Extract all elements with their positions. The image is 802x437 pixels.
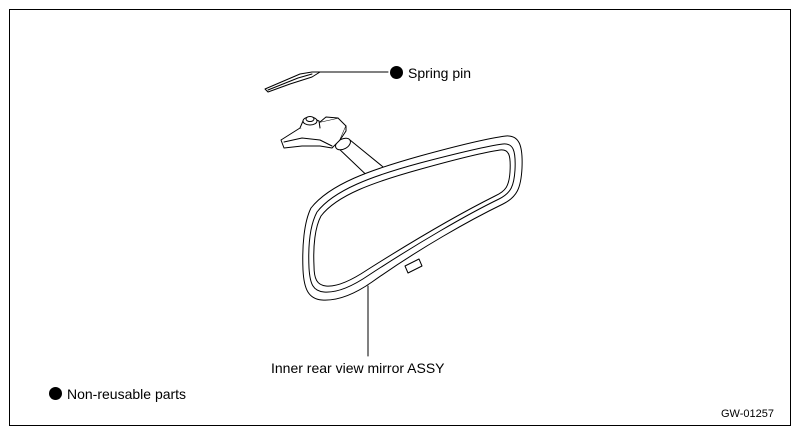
mirror-bottom-tab <box>404 258 423 274</box>
mirror-label: Inner rear view mirror ASSY <box>271 360 445 376</box>
mirror-body <box>302 135 523 301</box>
legend-label: Non-reusable parts <box>67 386 187 402</box>
spring-pin-label: Spring pin <box>408 65 472 81</box>
non-reusable-marker-icon <box>49 387 62 400</box>
legend: Non-reusable parts <box>49 386 186 402</box>
spring-pin-callout: Spring pin <box>390 65 471 81</box>
non-reusable-marker-icon <box>390 66 403 79</box>
figure-code: GW-01257 <box>721 408 774 420</box>
figure-frame <box>9 9 791 426</box>
spring-pin-part <box>264 71 389 93</box>
mounting-bracket <box>280 116 347 149</box>
